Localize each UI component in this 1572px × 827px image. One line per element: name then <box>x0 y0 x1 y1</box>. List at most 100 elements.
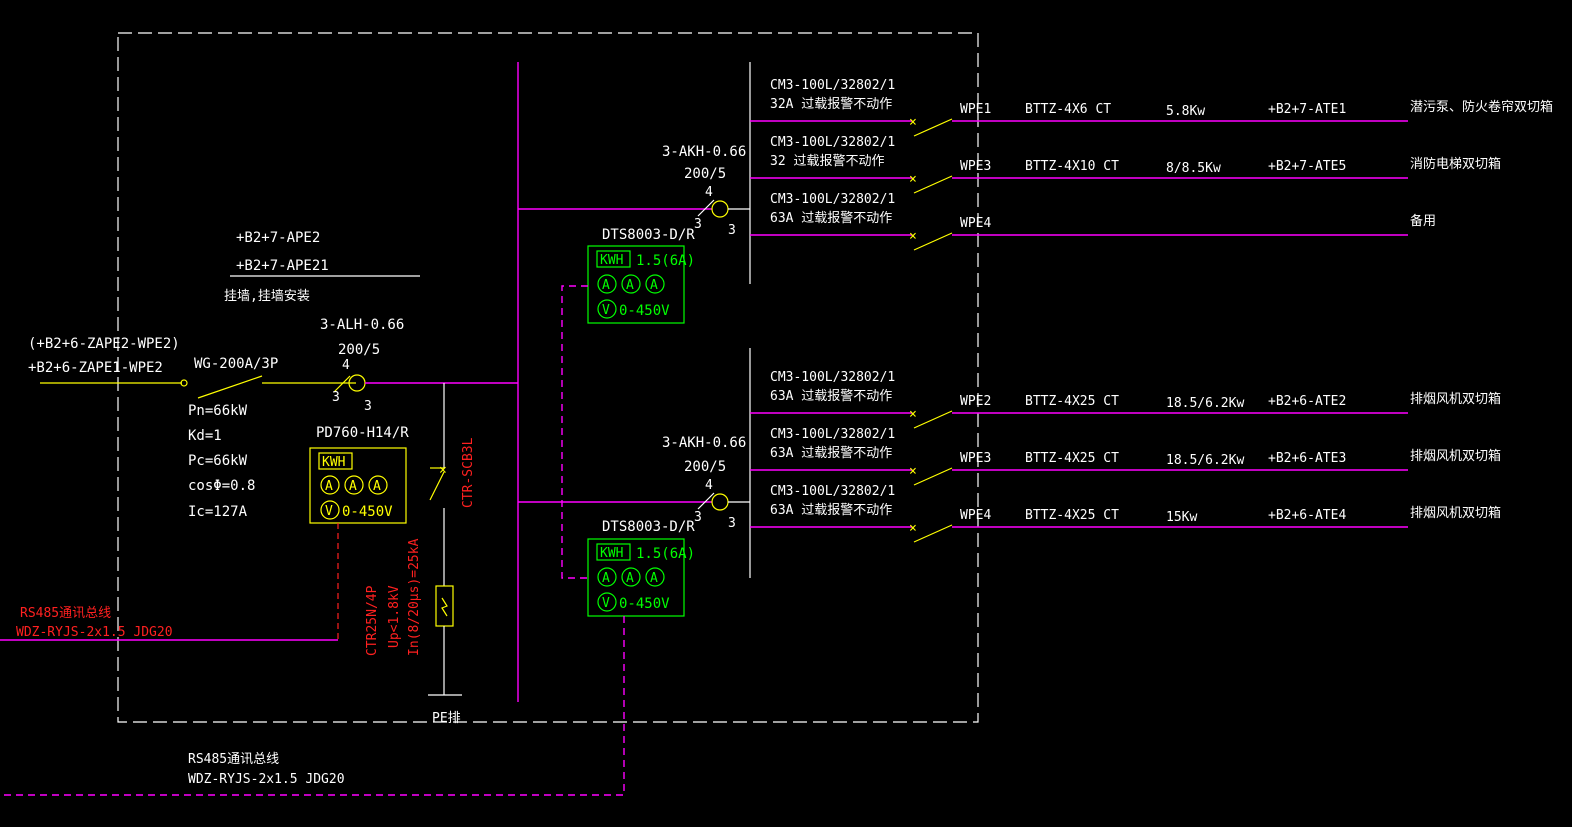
group1-meter-amp-label-2: A <box>626 278 634 293</box>
main-meter-amp-2 <box>344 475 364 495</box>
g2-c2-breaker-setting: 63A 过载报警不动作 <box>770 445 892 461</box>
g1-c3-load: 备用 <box>1410 213 1436 229</box>
g2-c2-cable: BTTZ-4X25 CT <box>1025 451 1119 466</box>
group1-meter-kwh: KWH <box>600 253 623 268</box>
group2-ct-n1: 4 <box>705 478 713 493</box>
param-kd: Kd=1 <box>188 428 222 444</box>
group2-ct-ratio: 200/5 <box>684 459 726 475</box>
group1-meter-amp-label-3: A <box>650 278 658 293</box>
group1-meter-amp-3 <box>645 274 665 294</box>
group2-ct-symbol <box>711 493 729 511</box>
g2-c3-power: 15Kw <box>1166 510 1197 525</box>
param-pc: Pc=66kW <box>188 453 248 469</box>
g2-c1-dest: +B2+6-ATE2 <box>1268 394 1346 409</box>
incoming-breaker-blade <box>197 375 263 399</box>
incoming-feeder: +B2+6-ZAPE1-WPE2 <box>28 360 163 376</box>
group2-meter-volt <box>597 592 617 612</box>
group1-ct-slash <box>697 199 715 217</box>
g2-c3-breaker-model: CM3-100L/32802/1 <box>770 484 895 499</box>
spd-switch-label: CTR-SCB3L <box>461 437 476 508</box>
g1-c1-breaker-blade <box>913 118 953 137</box>
group2-meter-volt-label: V <box>602 596 610 611</box>
main-meter-range: 0-450V <box>342 504 393 520</box>
g1-c2-power: 8/8.5Kw <box>1166 161 1221 176</box>
rs485-bottom-label-2: WDZ-RYJS-2x1.5 JDG20 <box>188 772 345 787</box>
rs485-bottom-line <box>0 616 625 796</box>
main-meter: PD760-H14/R KWH A A A V 0-450V <box>309 425 409 524</box>
incoming-feeder-alt: (+B2+6-ZAPE2-WPE2) <box>28 336 180 352</box>
group2-ct-slash <box>697 492 715 510</box>
group1-meter-model: DTS8003-D/R <box>602 227 695 243</box>
main-meter-amp-label-2: A <box>349 479 357 494</box>
enclosure-frame <box>117 32 979 723</box>
group1-ct-n3: 3 <box>728 223 736 238</box>
group2-meter-kwh: KWH <box>600 546 623 561</box>
g1-c2-dest: +B2+7-ATE5 <box>1268 159 1346 174</box>
meter-rs485-link <box>561 285 588 579</box>
g1-c1-breaker-model: CM3-100L/32802/1 <box>770 78 895 93</box>
group2-meter-model: DTS8003-D/R <box>602 519 695 535</box>
g2-c1-breaker-mark: × <box>909 407 917 422</box>
group-2: 3-AKH-0.66 200/5 4 3 3 DTS8003-D/R KWH 1… <box>587 348 751 617</box>
group1-meter-volt-label: V <box>602 303 610 318</box>
g1-c3-breaker-model: CM3-100L/32802/1 <box>770 192 895 207</box>
g2-c1-breaker-setting: 63A 过载报警不动作 <box>770 388 892 404</box>
g2-c3-breaker-mark: × <box>909 521 917 536</box>
g2-c3-breaker-blade <box>913 524 953 543</box>
g2-c2-circuit-id: WPE3 <box>960 451 991 466</box>
g1-c1-breaker-mark: × <box>909 115 917 130</box>
main-meter-amp-1 <box>320 475 340 495</box>
panel-code-1: +B2+7-APE2 <box>236 230 320 246</box>
g2-c3-dest: +B2+6-ATE4 <box>1268 508 1346 523</box>
panel-code-2: +B2+7-APE21 <box>236 258 329 274</box>
group1-meter-volt <box>597 299 617 319</box>
group2-meter-rate: 1.5(6A) <box>636 546 695 562</box>
g1-c2-breaker-setting: 32 过载报警不动作 <box>770 153 884 169</box>
spd-model: CTR25N/4P <box>365 585 380 656</box>
incoming-breaker-label: WG-200A/3P <box>194 356 278 372</box>
incoming-ct-ratio: 200/5 <box>338 342 380 358</box>
incoming-ct-n3: 3 <box>364 399 372 414</box>
g2-c2-breaker-mark: × <box>909 464 917 479</box>
group2-meter-amp-label-2: A <box>626 571 634 586</box>
spd-switch-blade <box>429 471 445 501</box>
incoming-params: Pn=66kW Kd=1 Pc=66kW cosΦ=0.8 Ic=127A <box>188 403 255 520</box>
g1-c2-breaker-blade <box>913 175 953 194</box>
main-meter-model: PD760-H14/R <box>316 425 409 441</box>
group2-meter-amp-1 <box>597 567 617 587</box>
group-1: 3-AKH-0.66 200/5 4 3 3 DTS8003-D/R KWH 1… <box>587 62 751 324</box>
group1-meter-rate: 1.5(6A) <box>636 253 695 269</box>
group2-meter-box <box>587 538 685 617</box>
param-pn: Pn=66kW <box>188 403 248 419</box>
g1-c1-circuit-id: WPE1 <box>960 102 991 117</box>
g1-c3-breaker-setting: 63A 过载报警不动作 <box>770 210 892 226</box>
pe-label: PE排 <box>432 711 461 726</box>
group1-ct-n2: 3 <box>694 217 702 232</box>
main-meter-amp-label-1: A <box>325 479 333 494</box>
main-meter-amp-3 <box>368 475 388 495</box>
group2-meter-amp-3 <box>645 567 665 587</box>
spd-device <box>435 585 454 627</box>
group2-meter-amp-2 <box>621 567 641 587</box>
incoming-ct-n1: 4 <box>342 358 350 373</box>
spd-arrow <box>441 597 448 617</box>
group2-meter-amp-label-1: A <box>602 571 610 586</box>
rs485-left-label-2: WDZ-RYJS-2x1.5 JDG20 <box>16 625 173 640</box>
group1-meter-range: 0-450V <box>619 303 670 319</box>
spd-switch-mark: × <box>439 463 447 478</box>
spd-up: Up<1.8kV <box>387 585 402 648</box>
g2-c2-power: 18.5/6.2Kw <box>1166 453 1244 468</box>
group1-meter-box <box>587 245 685 324</box>
g1-c3-circuit-id: WPE4 <box>960 216 991 231</box>
g1-c3-breaker-blade <box>913 232 953 251</box>
spd-assembly: × PE排 CTR-SCB3L CTR25N/4P Up<1.8kV In(8/… <box>365 383 476 726</box>
group1-meter-amp-2 <box>621 274 641 294</box>
g1-c1-power: 5.8Kw <box>1166 104 1205 119</box>
main-meter-volt <box>320 500 340 520</box>
main-meter-amp-label-3: A <box>373 479 381 494</box>
g1-c1-dest: +B2+7-ATE1 <box>1268 102 1346 117</box>
group1-ct-model: 3-AKH-0.66 <box>662 144 746 160</box>
group1-meter-amp-1 <box>597 274 617 294</box>
